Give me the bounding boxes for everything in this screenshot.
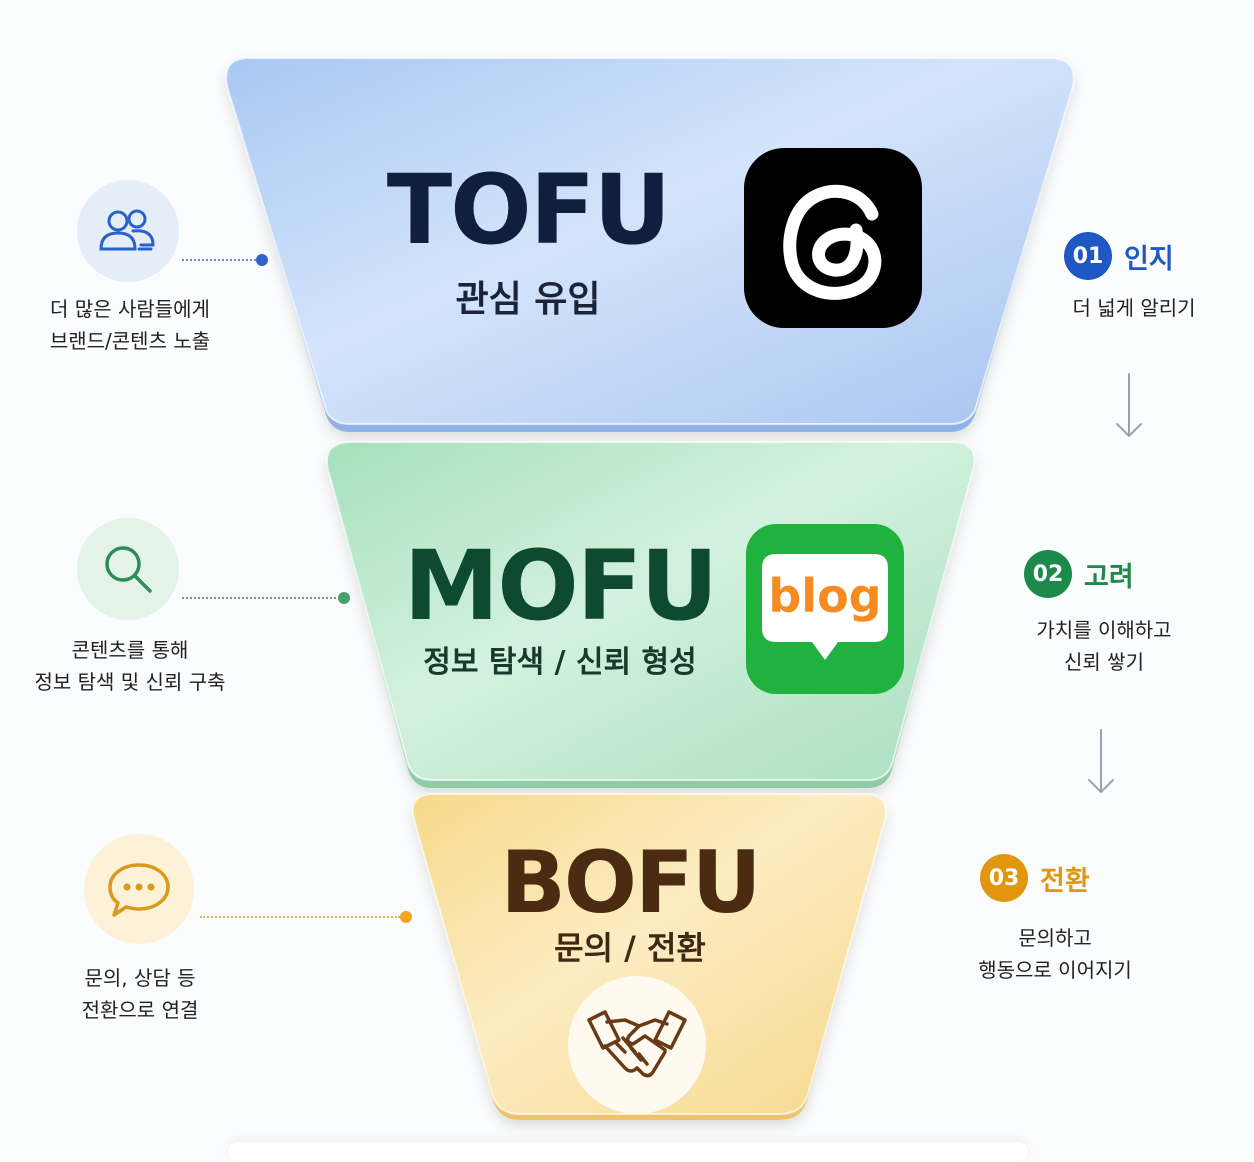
handshake-icon [568,976,706,1114]
step-01-number: 01 [1064,232,1112,280]
arrow-down-icon [1116,373,1142,438]
mofu-title: MOFU [403,530,719,642]
bofu-note: 문의, 상담 등 전환으로 연결 [40,962,240,1026]
mofu-note-line2: 정보 탐색 및 신뢰 구축 [34,670,226,694]
step-03-line2: 행동으로 이어지기 [978,958,1132,982]
bofu-connector-dot [400,911,412,923]
mofu-connector-line [182,597,340,599]
tofu-note-line2: 브랜드/콘텐츠 노출 [49,329,211,353]
mofu-note-line1: 콘텐츠를 통해 [71,638,189,662]
blog-icon: blog [746,524,904,694]
chat-bubble-icon [84,834,194,944]
tofu-note-line1: 더 많은 사람들에게 [50,297,210,321]
step-02-number: 02 [1024,550,1072,598]
blog-icon-text: blog [768,569,881,623]
arrow-down-icon [1088,729,1114,794]
step-03-label: 전환 [1040,865,1090,897]
step-03-number: 03 [980,854,1028,902]
users-icon [77,180,179,282]
mofu-connector-dot [338,592,350,604]
tofu-note: 더 많은 사람들에게 브랜드/콘텐츠 노출 [30,293,230,357]
tofu-subtitle: 관심 유입 [455,279,601,320]
bottom-panel-edge [228,1142,1028,1162]
tofu-connector-line [182,259,260,261]
step-03-line1: 문의하고 [1018,926,1092,950]
step-03-header: 03 전환 [980,854,1090,902]
bofu-subtitle: 문의 / 전환 [554,929,706,967]
step-02-line2: 신뢰 쌓기 [1064,650,1144,674]
mofu-note: 콘텐츠를 통해 정보 탐색 및 신뢰 구축 [20,634,240,698]
step-02-line1: 가치를 이해하고 [1036,618,1172,642]
bofu-note-line1: 문의, 상담 등 [84,966,196,990]
step-01-header: 01 인지 [1064,232,1174,280]
bofu-title: BOFU [500,833,761,933]
search-icon [77,518,179,620]
step-01-line1: 더 넓게 알리기 [1072,296,1196,320]
bofu-connector-line [200,916,400,918]
threads-icon [744,148,922,328]
step-03-description: 문의하고 행동으로 이어지기 [950,922,1160,986]
step-01-label: 인지 [1124,243,1174,275]
step-02-header: 02 고려 [1024,550,1134,598]
mofu-subtitle: 정보 탐색 / 신뢰 형성 [423,645,697,680]
step-02-label: 고려 [1084,561,1134,593]
bofu-note-line2: 전환으로 연결 [81,998,199,1022]
tofu-title: TOFU [386,154,672,266]
step-01-description: 더 넓게 알리기 [1034,292,1234,324]
tofu-connector-dot [256,254,268,266]
step-02-description: 가치를 이해하고 신뢰 쌓기 [1004,614,1204,678]
